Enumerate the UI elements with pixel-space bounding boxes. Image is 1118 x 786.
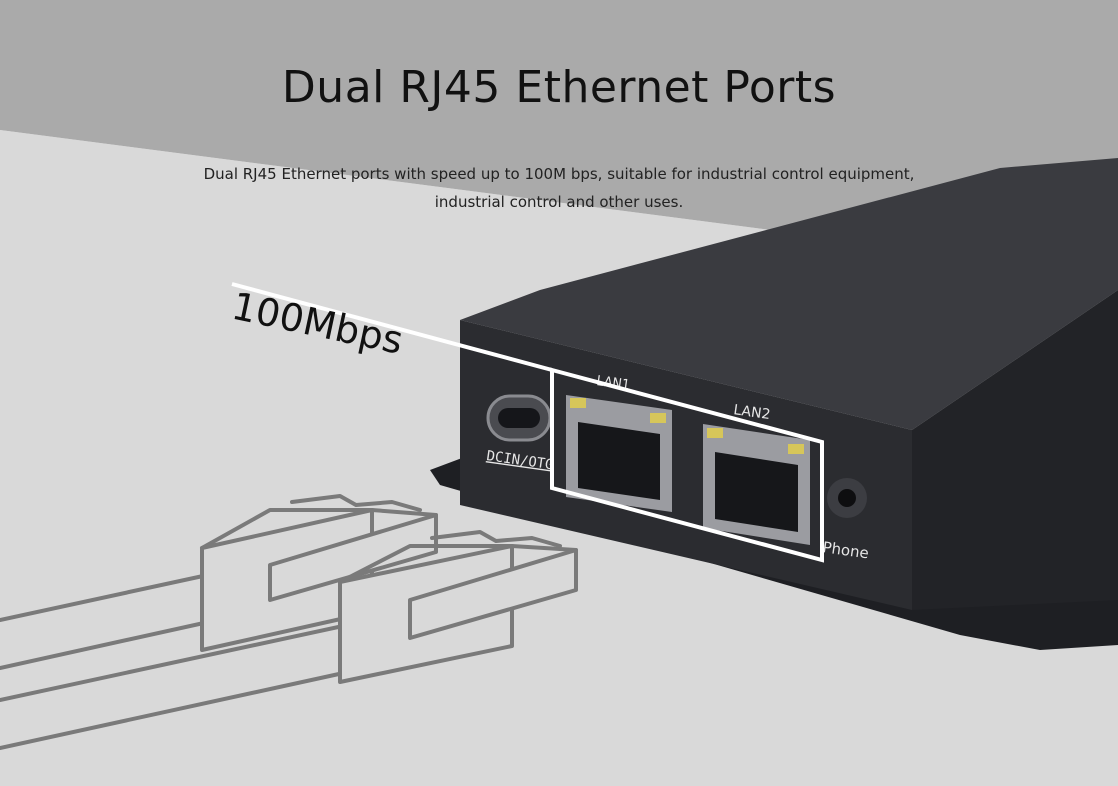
page-title: Dual RJ45 Ethernet Ports (281, 62, 837, 113)
lan1-socket (578, 422, 660, 500)
callout-line (231, 282, 553, 372)
device-side (912, 290, 1118, 610)
cable-2-plug-edge (510, 544, 578, 552)
lan1-led-right (650, 413, 666, 423)
gateway-device: LAN1 LAN2 DCIN/OTG Phone (430, 158, 1118, 650)
cable-1-plug-edge (370, 508, 438, 517)
cable-2-plug-top (338, 544, 514, 584)
cable-2-plug-clip (430, 530, 562, 548)
cable-2-plug-front (408, 548, 578, 640)
description-line-1: Dual RJ45 Ethernet ports with speed up t… (203, 165, 915, 183)
cable-1-plug-top (200, 508, 374, 550)
lan2-led-left (707, 428, 723, 438)
page-description: Dual RJ45 Ethernet ports with speed up t… (190, 160, 928, 216)
lan1-led-left (570, 398, 586, 408)
lan2-port (703, 424, 810, 545)
cable-1-plug-front (268, 513, 438, 602)
lan2-socket (715, 452, 798, 532)
background-dark-band (0, 0, 1118, 275)
ports-highlight-frame (550, 367, 824, 563)
device-top (460, 158, 1118, 430)
description-line-2: industrial control and other uses. (434, 193, 684, 211)
cable-1-plug-clip (290, 494, 422, 512)
lan1-port (566, 395, 672, 512)
lan2-label: LAN2 (732, 402, 771, 423)
audio-jack-hole (838, 489, 856, 507)
ethernet-cables (0, 494, 578, 750)
lan2-led-right (788, 444, 804, 454)
usb-c-port-inner (498, 408, 540, 428)
